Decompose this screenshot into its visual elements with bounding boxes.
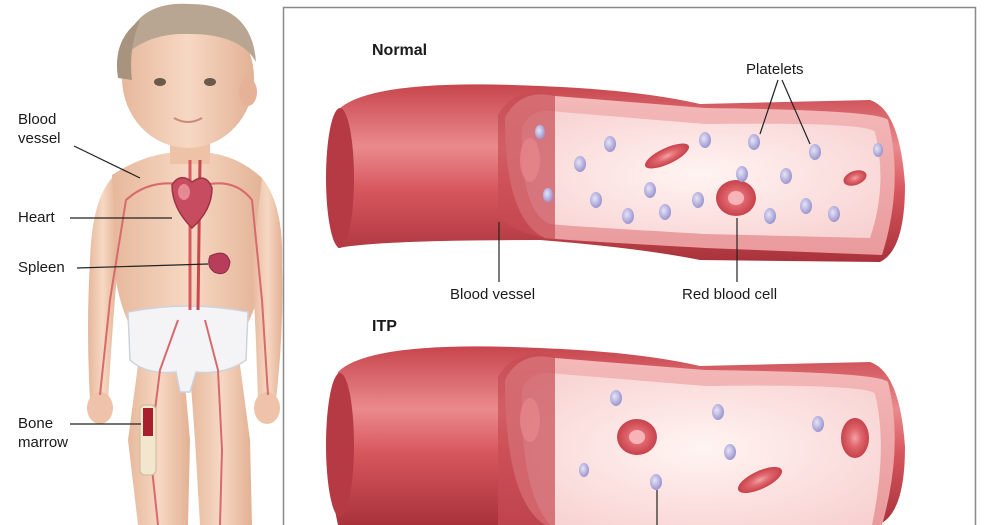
normal-red-cells <box>520 138 867 216</box>
itp-red-cells <box>520 398 869 494</box>
normal-title: Normal <box>372 42 428 59</box>
itp-vessel <box>326 346 905 525</box>
itp-title: ITP <box>372 318 397 335</box>
label-blood-vessel: Blood vessel <box>18 111 61 147</box>
label-spleen: Spleen <box>18 259 65 276</box>
panel-frame <box>282 6 977 525</box>
child-leader-lines <box>70 145 209 425</box>
label-heart: Heart <box>18 209 55 226</box>
normal-leader-lines <box>498 79 811 282</box>
itp-platelets <box>579 390 824 490</box>
label-red-blood-cell: Red blood cell <box>682 286 778 303</box>
normal-platelets <box>535 125 883 224</box>
normal-vessel <box>326 79 905 282</box>
label-normal-blood-vessel: Blood vessel <box>450 286 536 303</box>
label-bone-marrow: Bone marrow <box>18 415 69 451</box>
label-platelets: Platelets <box>746 61 804 78</box>
child-figure <box>87 3 283 525</box>
